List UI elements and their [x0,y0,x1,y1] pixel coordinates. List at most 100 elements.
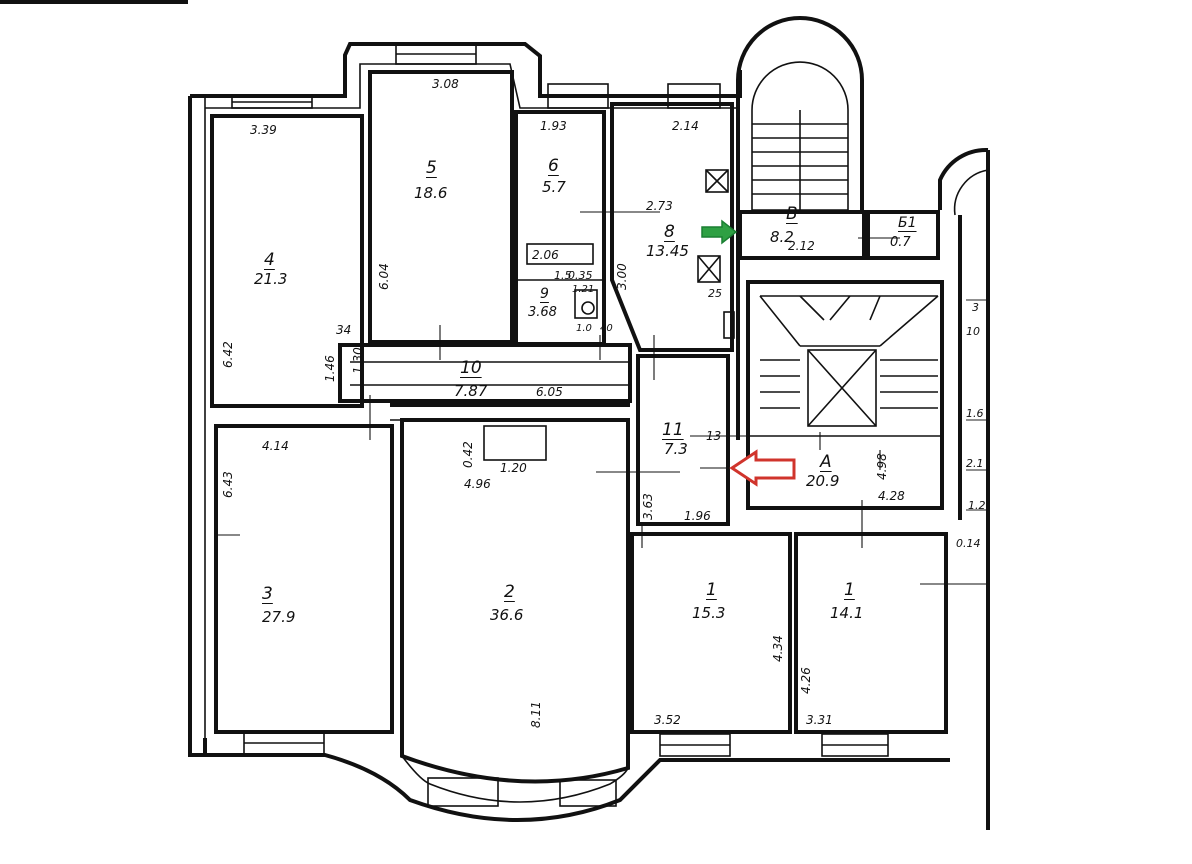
dim-label: 1.20 [500,461,527,475]
dim-label: 6.42 [221,341,235,368]
room-6-area: 5.7 [542,178,566,196]
room-8-number: 8 [664,222,675,242]
dim-label: 3.63 [641,493,655,520]
room-3-outline [214,424,394,734]
room-4-area: 21.3 [254,270,288,288]
dim-label: 0.14 [956,537,981,550]
windows-bottom [243,731,889,807]
dim-label: 2.06 [532,248,559,262]
room-8-area: 13.45 [646,242,689,260]
dim-label: 1.21 [572,284,595,295]
wc-bowl [581,301,595,315]
room-b1-number: Б1 [898,215,917,231]
dim-label: 4.34 [771,635,785,662]
room-1b-number: 1 [844,580,855,600]
dim-label: 4.14 [262,439,289,453]
room-5-number: 5 [426,158,437,178]
column [483,425,547,461]
room-10-outline [338,343,632,403]
vent-2 [697,255,721,283]
dim-label: 0.42 [461,441,475,468]
bay-window [205,753,950,822]
vent-1 [705,169,729,193]
dim-label: 6.43 [221,471,235,498]
dim-label: 3 [972,301,979,314]
dim-label: 13 [706,429,722,443]
room-1a-number: 1 [706,580,717,600]
room-v-area: 8.2 [770,228,794,246]
room-1a-outline [630,532,792,734]
room-v-outline [738,210,866,260]
dim-label: 2.12 [788,239,815,253]
dim-label: 6.04 [377,263,391,290]
stair-flights [759,295,939,427]
room-1b-outline [794,532,948,734]
outer-wall-right-arc [938,147,989,210]
room-2-outline [400,418,630,784]
room-11-area: 7.3 [664,440,688,458]
dim-label: 4.28 [878,489,905,503]
dim-label: 4.26 [799,667,813,694]
room-b1-outline [866,210,940,260]
room-a-area: 20.9 [806,472,840,490]
stair-hall-outline [746,280,944,510]
dim-label: 40 [600,323,613,334]
room-v-number: В [786,204,798,224]
room-1b-area: 14.1 [830,604,864,622]
room-10-number: 10 [460,358,482,378]
room-11-outline [636,354,730,526]
dim-label: 0.35 [568,269,593,282]
dim-label: 2.14 [672,119,699,133]
room-b1-area: 0.7 [890,235,911,250]
dim-label: 3.00 [615,263,629,290]
room-11-number: 11 [662,420,684,440]
dim-label: 25 [708,287,722,300]
room-4-outline [210,114,364,408]
dim-label: 3.39 [250,123,277,137]
room-5-area: 18.6 [414,184,448,202]
dim-label: 1.46 [323,355,337,382]
dim-label: 2.73 [646,199,673,213]
dim-label: 4.96 [464,477,491,491]
dim-label: 4.98 [875,453,889,480]
dimension-lines [218,211,988,585]
outer-wall-right-arc-inner [953,169,989,216]
windows-top [231,43,721,109]
dim-label: 3.31 [806,713,833,727]
room-5-outline [368,70,514,344]
vent-2-x [697,255,721,283]
dim-label: 1.5 [554,269,572,282]
outer-wall-right [958,150,990,830]
dim-label: 1.93 [540,119,567,133]
room-6-fixture [526,243,594,265]
dim-label: 8.11 [529,701,543,728]
wc-fixture [574,289,598,319]
room-10-area: 7.87 [454,382,488,400]
stair-steps-top [752,110,848,210]
stair-tower-inner [751,61,849,211]
vent-1-x [705,169,729,193]
right-edge-marks [966,299,986,511]
dim-label: 1.96 [684,509,711,523]
dim-label: 1.30 [351,347,365,374]
dim-label: 34 [336,323,352,337]
outer-wall-left [188,96,207,757]
room-1a-area: 15.3 [692,604,726,622]
room-a-number: А [820,452,832,472]
dim-label: 1.0 [576,323,592,334]
bay-window-inner [401,755,629,803]
room-2-number: 2 [504,582,515,602]
dim-label: 3.52 [654,713,681,727]
entry-arrow-icon [701,219,738,245]
room-8-outline [610,102,734,352]
exit-arrow-icon [729,449,796,487]
room-9-area: 3.68 [528,305,557,320]
room-6-number: 6 [548,156,559,176]
room-3-area: 27.9 [262,608,296,626]
room-9-number: 9 [540,286,549,302]
dim-label: 1.2 [968,499,986,512]
dim-label: 3.08 [432,77,459,91]
dim-label: 2.1 [966,457,984,470]
room-4-number: 4 [264,250,275,270]
